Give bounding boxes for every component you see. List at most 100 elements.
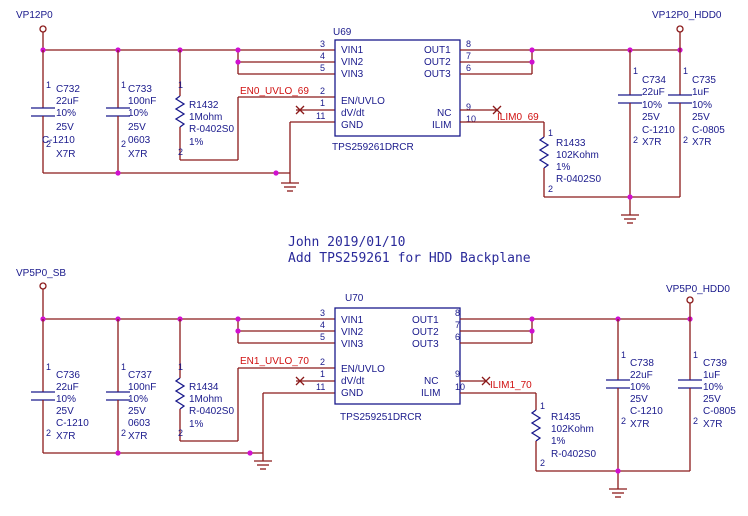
power-port-in-top (39, 25, 47, 33)
svg-text:VIN3: VIN3 (341, 69, 364, 80)
svg-text:C734: C734 (642, 75, 666, 86)
svg-text:C739: C739 (703, 358, 727, 369)
capacitor-c734: 1 2 C734 22uF 10% 25V C-1210 X7R (618, 50, 675, 215)
ic-u69: U69 TPS259261DRCR VIN1 VIN2 VIN3 EN/UVLO… (316, 27, 476, 153)
svg-text:10%: 10% (56, 394, 76, 405)
svg-text:10%: 10% (128, 108, 148, 119)
svg-text:102Kohm: 102Kohm (556, 150, 599, 161)
svg-text:0603: 0603 (128, 135, 151, 146)
svg-text:1%: 1% (551, 436, 566, 447)
svg-text:3: 3 (320, 39, 325, 49)
resistor-r1433: 1 2 R1433 102Kohm 1% R-0402S0 (460, 121, 680, 198)
svg-text:25V: 25V (128, 406, 146, 417)
svg-text:OUT3: OUT3 (412, 339, 439, 350)
svg-text:1: 1 (548, 128, 553, 138)
svg-text:1Mohm: 1Mohm (189, 112, 222, 123)
svg-text:1: 1 (320, 369, 325, 379)
power-port-out-bottom (686, 296, 694, 304)
svg-text:John 2019/01/10: John 2019/01/10 (288, 235, 405, 250)
svg-text:22uF: 22uF (630, 370, 653, 381)
svg-text:10%: 10% (692, 100, 712, 111)
svg-text:10%: 10% (128, 394, 148, 405)
svg-text:4: 4 (320, 320, 325, 330)
svg-text:OUT1: OUT1 (424, 45, 451, 56)
svg-text:OUT3: OUT3 (424, 69, 451, 80)
svg-text:25V: 25V (692, 112, 710, 123)
net-label-ilim-bottom: ILIM1_70 (490, 380, 532, 391)
svg-text:10: 10 (466, 114, 476, 124)
svg-text:C-1210: C-1210 (642, 125, 675, 136)
svg-text:1uF: 1uF (703, 370, 720, 381)
svg-text:100nF: 100nF (128, 382, 156, 393)
svg-text:2: 2 (693, 416, 698, 426)
ground-symbol-bottom-right (609, 488, 627, 498)
svg-text:10%: 10% (703, 382, 723, 393)
svg-text:2: 2 (621, 416, 626, 426)
svg-text:102Kohm: 102Kohm (551, 424, 594, 435)
svg-text:1: 1 (46, 80, 51, 90)
capacitor-c737: 1 2 C737 100nF 10% 25V 0603 X7R (106, 319, 156, 453)
svg-text:7: 7 (466, 51, 471, 61)
net-label-in-bottom: VP5P0_SB (16, 268, 66, 279)
svg-text:C738: C738 (630, 358, 654, 369)
power-port-in-bottom (39, 282, 47, 290)
svg-text:8: 8 (455, 308, 460, 318)
svg-text:2: 2 (548, 184, 553, 194)
resistor-r1435: 1 2 R1435 102Kohm 1% R-0402S0 (460, 392, 690, 472)
svg-text:C733: C733 (128, 84, 152, 95)
net-label-in-top: VP12P0 (16, 10, 53, 21)
svg-text:10%: 10% (630, 382, 650, 393)
resistor-r1432: 1 2 R1432 1Mohm R-0402S0 1% (174, 50, 335, 161)
svg-text:GND: GND (341, 120, 363, 131)
svg-text:1: 1 (621, 350, 626, 360)
svg-text:C-1210: C-1210 (630, 406, 663, 417)
svg-text:C735: C735 (692, 75, 716, 86)
net-label-en-bottom: EN1_UVLO_70 (240, 356, 309, 367)
svg-text:9: 9 (455, 369, 460, 379)
svg-text:2: 2 (46, 428, 51, 438)
svg-text:10%: 10% (56, 108, 76, 119)
svg-text:X7R: X7R (630, 419, 649, 430)
svg-text:25V: 25V (703, 394, 721, 405)
svg-text:5: 5 (320, 63, 325, 73)
svg-text:C736: C736 (56, 370, 80, 381)
svg-text:ILIM: ILIM (421, 388, 440, 399)
svg-text:10: 10 (455, 382, 465, 392)
svg-text:1Mohm: 1Mohm (189, 394, 222, 405)
svg-text:1: 1 (121, 80, 126, 90)
svg-text:1: 1 (178, 362, 183, 372)
svg-text:22uF: 22uF (56, 382, 79, 393)
svg-text:25V: 25V (56, 122, 74, 133)
svg-text:1: 1 (540, 401, 545, 411)
svg-text:U69: U69 (333, 27, 352, 38)
svg-text:X7R: X7R (56, 149, 75, 160)
svg-text:VIN1: VIN1 (341, 45, 364, 56)
capacitor-c732: 1 2 C732 22uF 10% 25V C-1210 X7R (31, 50, 80, 173)
svg-text:R1432: R1432 (189, 100, 219, 111)
svg-text:1uF: 1uF (692, 87, 709, 98)
svg-text:25V: 25V (642, 112, 660, 123)
svg-text:1%: 1% (189, 137, 204, 148)
power-port-out-top (676, 25, 684, 33)
svg-text:NC: NC (424, 376, 438, 387)
capacitor-c739: 1 2 C739 1uF 10% 25V C-0805 X7R (678, 319, 736, 471)
svg-text:5: 5 (320, 332, 325, 342)
net-label-ilim-top: ILIM0_69 (497, 112, 539, 123)
svg-text:R-0402S0: R-0402S0 (556, 174, 601, 185)
svg-text:R-0402S0: R-0402S0 (189, 406, 234, 417)
ground-symbol-top-left (281, 173, 299, 192)
svg-text:22uF: 22uF (642, 87, 665, 98)
svg-text:2: 2 (121, 139, 126, 149)
svg-text:6: 6 (466, 63, 471, 73)
svg-text:VIN2: VIN2 (341, 57, 364, 68)
svg-text:8: 8 (466, 39, 471, 49)
svg-text:9: 9 (466, 102, 471, 112)
svg-text:VIN1: VIN1 (341, 315, 364, 326)
circuit-top: VP12P0 1 2 C732 22uF 10% 25V C-1210 X7R (16, 10, 725, 224)
svg-text:OUT2: OUT2 (424, 57, 451, 68)
svg-text:2: 2 (178, 147, 183, 157)
svg-text:OUT2: OUT2 (412, 327, 439, 338)
circuit-bottom: VP5P0_SB 1 2 C736 22uF 10% 25V C-1210 X7… (16, 268, 736, 498)
net-label-out-bottom: VP5P0_HDD0 (666, 284, 730, 295)
